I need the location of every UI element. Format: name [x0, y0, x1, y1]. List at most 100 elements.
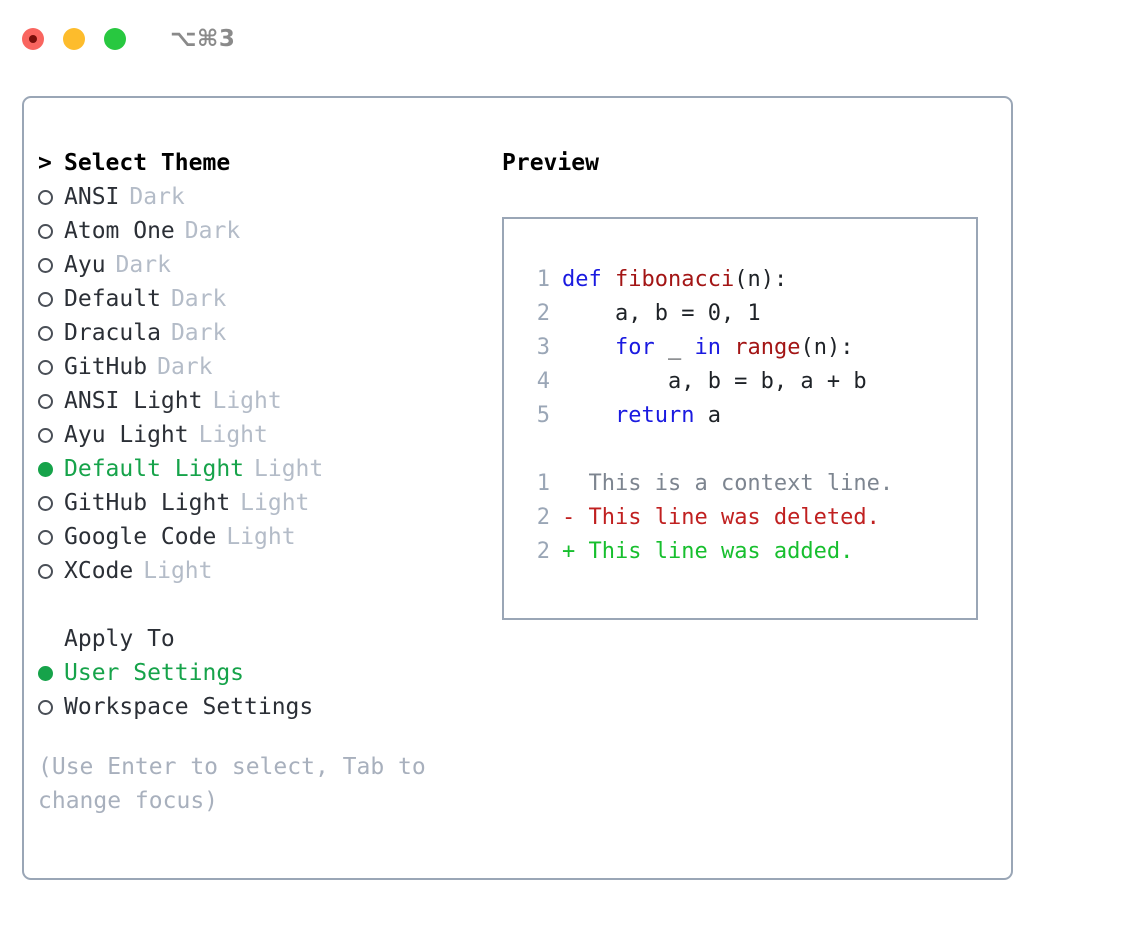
code-line-number: 2 [536, 301, 550, 326]
apply-to-item[interactable]: User Settings [38, 656, 478, 690]
diff-sign: - [562, 505, 576, 530]
traffic-light-buttons [22, 28, 126, 50]
apply-to-item[interactable]: Workspace Settings [38, 690, 478, 724]
code-token: (n): [800, 335, 854, 360]
theme-list-item[interactable]: Ayu Dark [38, 248, 478, 282]
radio-unselected-icon[interactable] [38, 520, 64, 554]
titlebar: ⌥⌘3 [0, 0, 1140, 78]
radio-glyph [38, 700, 53, 715]
diff-line: 1 This is a context line. [522, 467, 976, 501]
diff-line: 2+ This line was added. [522, 535, 976, 569]
apply-to-item-label: User Settings [64, 660, 245, 686]
code-diff-spacer [522, 433, 976, 467]
theme-list-item[interactable]: Default Light Light [38, 452, 478, 486]
radio-unselected-icon[interactable] [38, 282, 64, 316]
radio-glyph [38, 496, 53, 511]
minimize-button-icon[interactable] [63, 28, 85, 50]
radio-glyph [38, 462, 53, 477]
diff-line-number: 1 [536, 471, 550, 496]
theme-variant-label: Light [240, 490, 310, 516]
code-token: for [614, 335, 655, 360]
radio-glyph [38, 666, 53, 681]
theme-name-label: Atom One [64, 218, 175, 244]
radio-glyph [38, 564, 53, 579]
radio-selected-icon[interactable] [38, 656, 64, 690]
code-token: _ [654, 335, 695, 360]
theme-name-label: XCode [64, 558, 134, 584]
code-line-number: 3 [536, 335, 550, 360]
radio-unselected-icon[interactable] [38, 180, 64, 214]
theme-list-item[interactable]: Atom One Dark [38, 214, 478, 248]
apply-to-marker-spacer: ○ [38, 622, 64, 656]
diff-line-number: 2 [536, 505, 550, 530]
select-theme-header: > Select Theme [38, 146, 478, 180]
radio-glyph [38, 360, 53, 375]
code-token [562, 331, 615, 365]
radio-glyph [38, 530, 53, 545]
theme-variant-label: Dark [157, 354, 213, 380]
radio-unselected-icon[interactable] [38, 214, 64, 248]
radio-unselected-icon[interactable] [38, 350, 64, 384]
select-theme-label: Select Theme [64, 150, 231, 176]
theme-name-label: Ayu Light [64, 422, 189, 448]
theme-list-item[interactable]: Google Code Light [38, 520, 478, 554]
close-button-icon[interactable] [22, 28, 44, 50]
diff-text: This line was deleted. [575, 505, 880, 530]
theme-name-label: Google Code [64, 524, 217, 550]
theme-name-label: ANSI [64, 184, 120, 210]
code-token: range [734, 335, 801, 360]
theme-variant-label: Dark [129, 184, 185, 210]
radio-unselected-icon[interactable] [38, 384, 64, 418]
apply-to-header: ○ Apply To [38, 622, 478, 656]
radio-unselected-icon[interactable] [38, 486, 64, 520]
theme-name-label: Default [64, 286, 161, 312]
radio-glyph [38, 224, 53, 239]
list-spacer [38, 588, 478, 622]
code-line: 5 return a [522, 399, 976, 433]
theme-list-item[interactable]: ANSI Dark [38, 180, 478, 214]
theme-variant-label: Dark [184, 218, 241, 244]
theme-variant-label: Light [198, 422, 268, 448]
code-token: (n): [734, 267, 788, 292]
diff-text: This is a context line. [575, 471, 894, 496]
theme-variant-label: Light [254, 456, 324, 482]
radio-unselected-icon[interactable] [38, 248, 64, 282]
keyboard-hint-text: (Use Enter to select, Tab to change focu… [38, 754, 426, 814]
code-token [562, 399, 615, 433]
radio-unselected-icon[interactable] [38, 690, 64, 724]
radio-unselected-icon[interactable] [38, 316, 64, 350]
theme-variant-label: Light [226, 524, 296, 550]
code-line: 2 a, b = 0, 1 [522, 297, 976, 331]
code-line: 4 a, b = b, a + b [522, 365, 976, 399]
code-token: return [614, 403, 695, 428]
maximize-button-icon[interactable] [104, 28, 126, 50]
radio-unselected-icon[interactable] [38, 418, 64, 452]
theme-variant-label: Dark [115, 252, 171, 278]
radio-unselected-icon[interactable] [38, 554, 64, 588]
code-token: def [562, 267, 615, 292]
diff-text: This line was added. [575, 539, 854, 564]
radio-glyph [38, 326, 53, 341]
theme-variant-label: Dark [170, 320, 227, 346]
radio-glyph [38, 428, 53, 443]
diff-sign: + [562, 539, 576, 564]
preview-title: Preview [502, 150, 599, 176]
theme-name-label: Default Light [64, 456, 245, 482]
diff-sample: 1 This is a context line. 2- This line wa… [522, 467, 976, 569]
theme-list-item[interactable]: Ayu Light Light [38, 418, 478, 452]
code-token [721, 331, 734, 365]
radio-selected-icon[interactable] [38, 452, 64, 486]
theme-name-label: Ayu [64, 252, 106, 278]
